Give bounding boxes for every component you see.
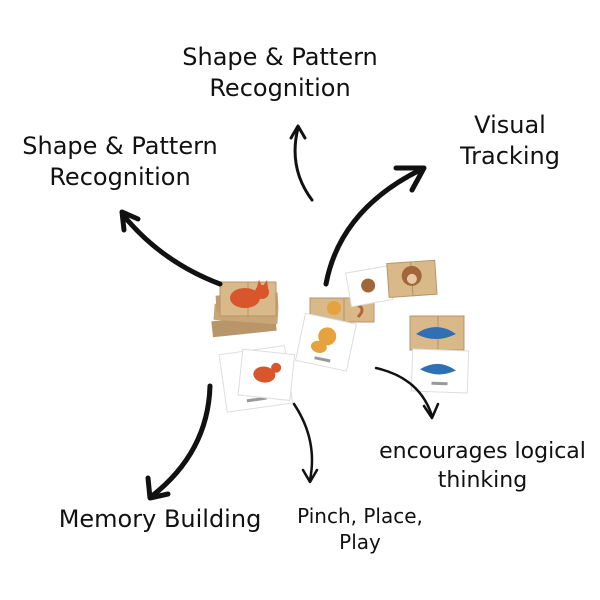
arrow-to-shape-top <box>289 124 314 202</box>
label-shape-pattern-recognition-top: Shape & Pattern Recognition <box>182 43 378 103</box>
label-pinch-place-play: Pinch, Place, Play <box>297 504 423 554</box>
monkey-card <box>345 265 394 308</box>
label-logical-thinking: encourages logical thinking <box>379 439 586 493</box>
puzzle-block-stack <box>211 280 279 338</box>
arrow-to-pinch-place-play <box>292 402 319 484</box>
dog-card <box>294 312 357 372</box>
label-memory-building: Memory Building <box>58 505 262 533</box>
arrow-to-visual-tracking <box>323 165 427 287</box>
arrow-to-shape-left <box>119 209 223 287</box>
monkey-puzzle-blocks <box>386 259 438 299</box>
cat-card-back <box>237 348 296 401</box>
label-shape-pattern-recognition-left: Shape & Pattern Recognition <box>22 132 218 192</box>
label-visual-tracking: Visual Tracking <box>460 111 560 171</box>
arrow-to-logical-thinking <box>374 366 440 420</box>
whale-card <box>410 348 470 394</box>
whale-puzzle-blocks <box>409 315 465 351</box>
arrow-to-memory-building <box>145 383 213 501</box>
cat-icon <box>230 280 269 308</box>
dog-puzzle-blocks <box>309 297 375 323</box>
